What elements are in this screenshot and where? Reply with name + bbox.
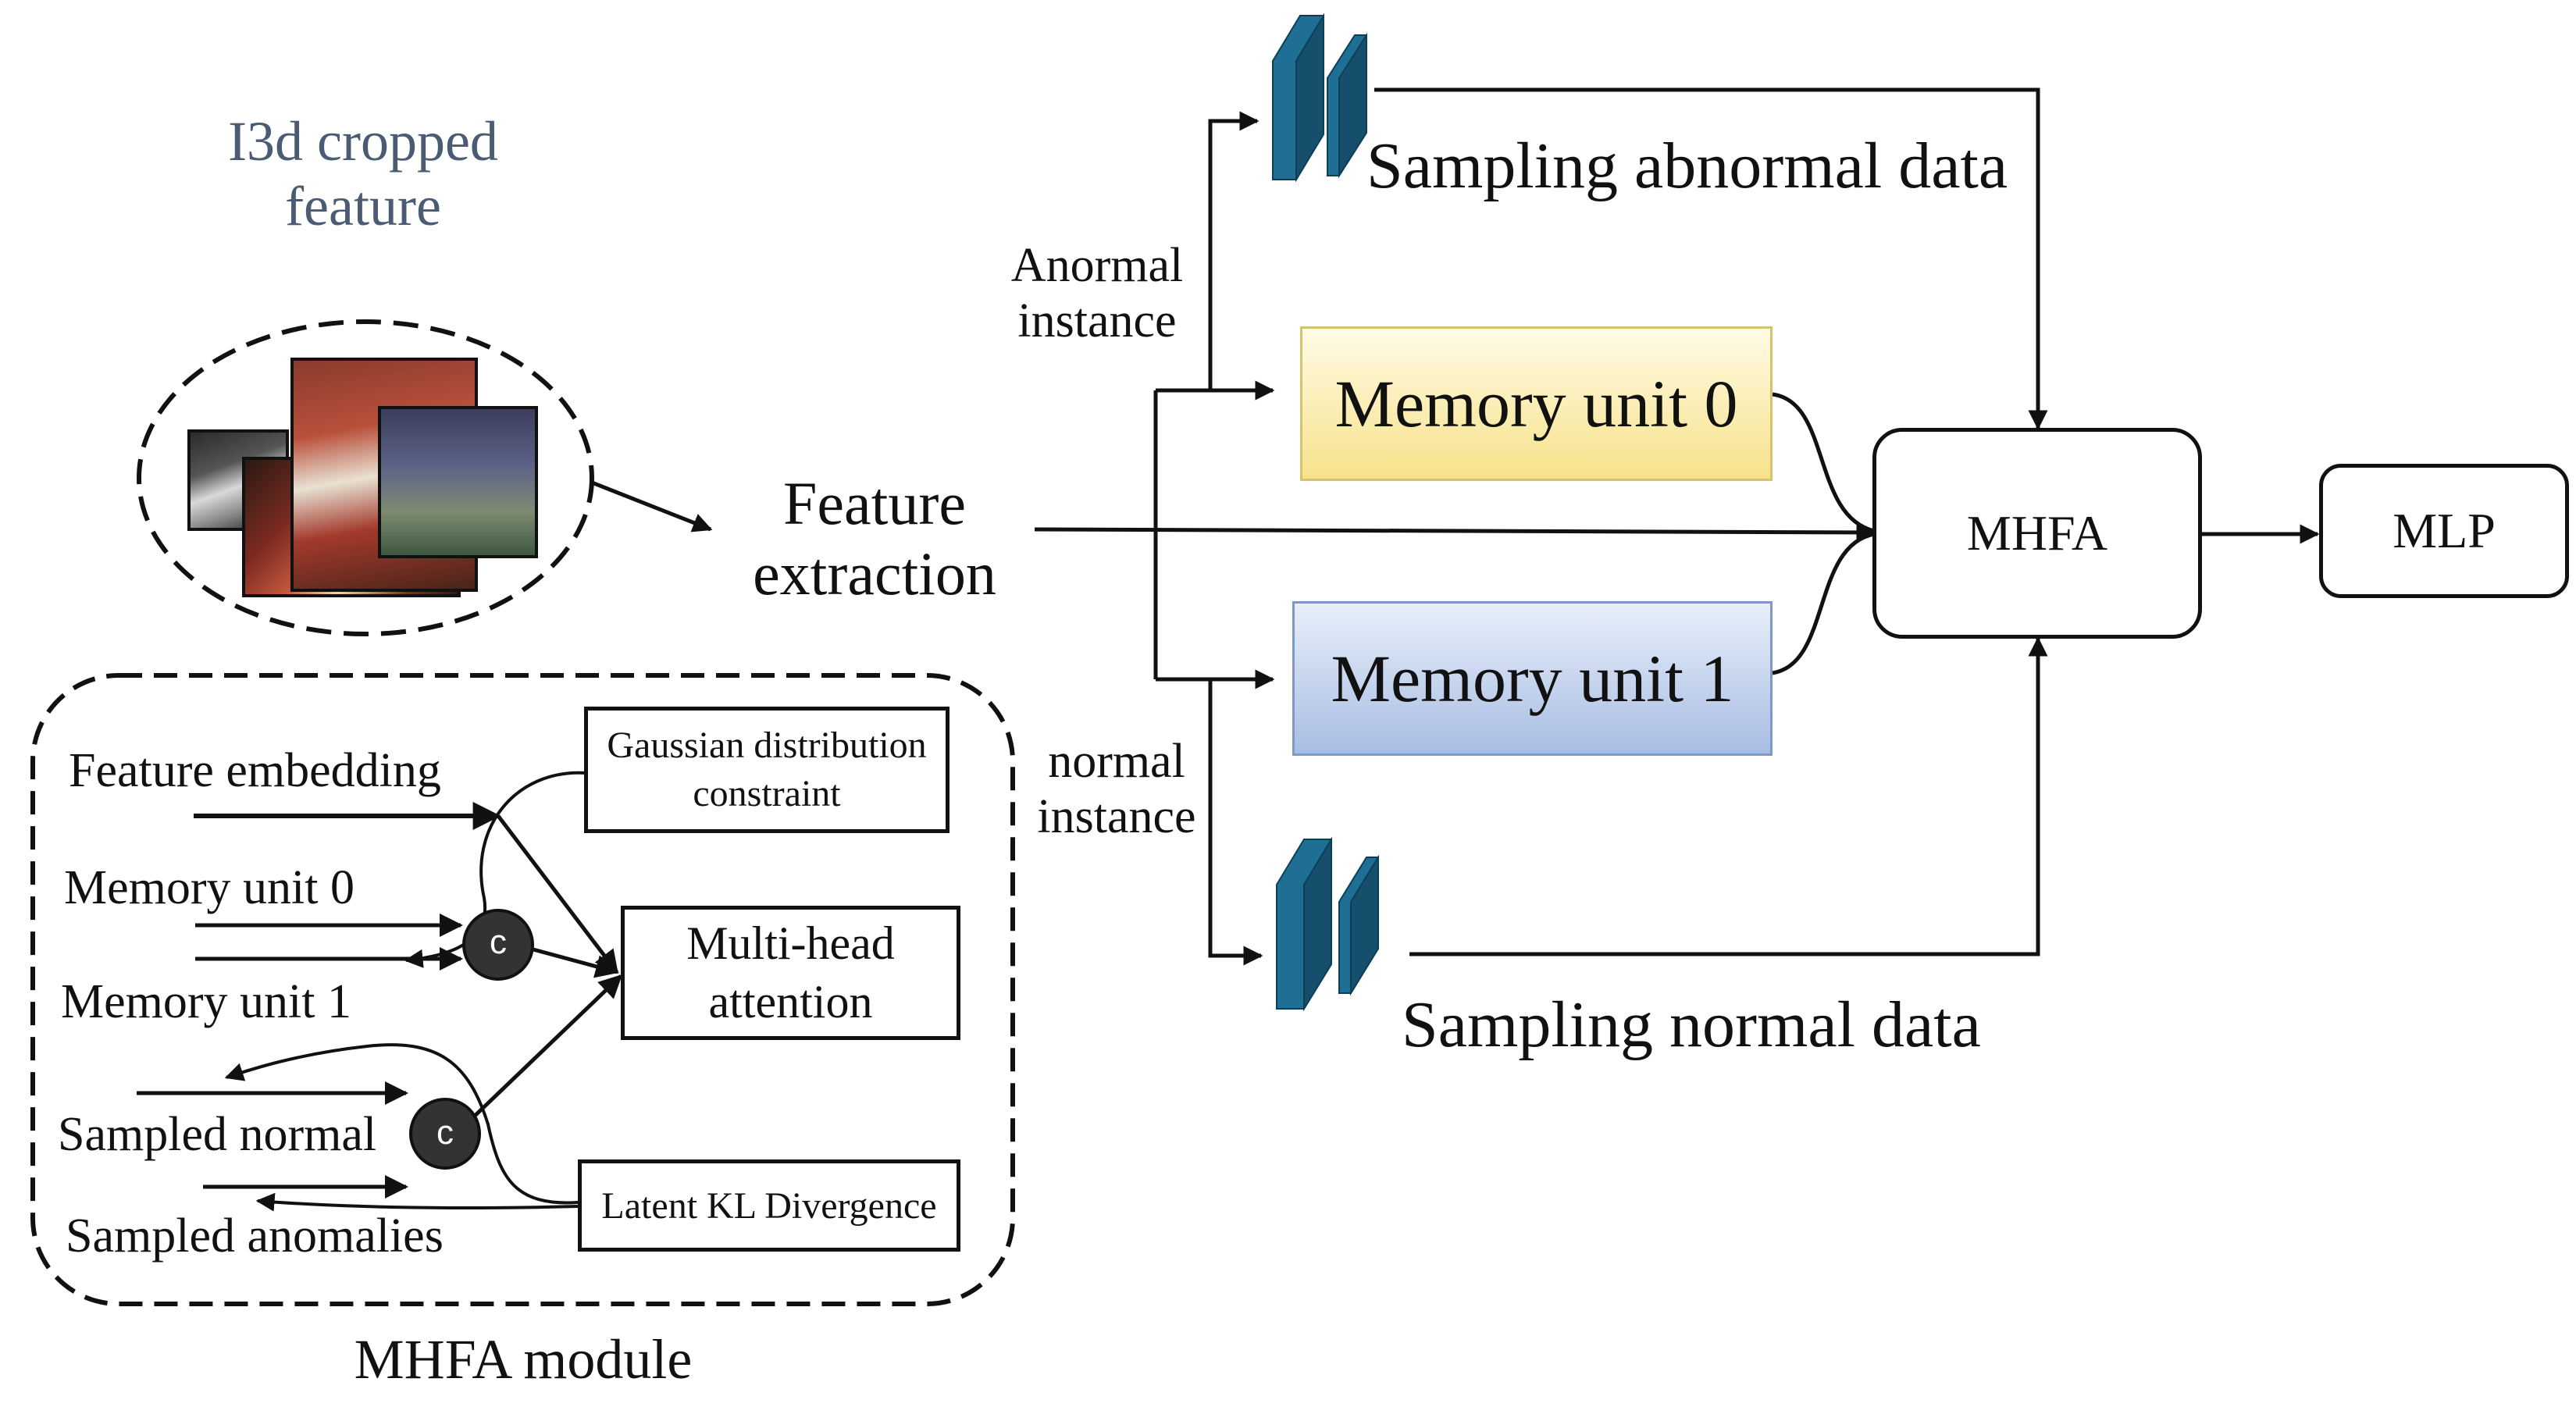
feature-extraction-line2: extraction [753,539,996,607]
abnormal-branch-arrow [1208,111,1259,390]
memory-unit-1: Memory unit 1 [1292,601,1773,756]
sampled-anomalies-label: Sampled anomalies [66,1209,444,1263]
abnormal-instance-label: Anormal instance [984,238,1210,350]
concat-symbol-sampled: c [436,1113,454,1152]
gaussian-line2: constraint [693,773,841,814]
sampling-normal-label: Sampling normal data [1402,988,1981,1061]
mhfa-block: MHFA [1872,428,2202,639]
mhfa-module-caption: MHFA module [354,1328,693,1391]
memory1-to-mhfa-curve [1772,532,1875,675]
feature-extraction-label: Feature extraction [734,468,1015,608]
memory-unit-0-label: Memory unit 0 [1334,366,1738,441]
memory-unit-0: Memory unit 0 [1300,326,1773,481]
memory-unit-1-label: Memory unit 1 [1331,641,1734,716]
gaussian-line1: Gaussian distribution [607,724,927,766]
sampling-normal-block [1276,836,1379,1012]
normal-instance-line1: normal [1048,735,1185,788]
kl-divergence-label: Latent KL Divergence [601,1184,937,1227]
sampled-normal-label: Sampled normal [58,1108,377,1161]
concat-symbol-memory: c [490,923,507,961]
mlp-block: MLP [2319,464,2569,598]
memory0-to-mhfa-curve [1772,392,1875,533]
input-title-line2: feature [285,174,441,237]
mlp-label: MLP [2393,503,2496,558]
abnormal-instance-line1: Anormal [1010,239,1184,292]
feature-extraction-line1: Feature [783,469,966,537]
abnormal-to-mhfa-arrow [1374,87,2048,430]
gaussian-constraint-block: Gaussian distribution constraint [584,707,950,833]
memory-unit-0-input-label: Memory unit 0 [64,861,355,914]
input-title: I3d cropped feature [187,109,539,239]
sampling-abnormal-label: Sampling abnormal data [1366,130,2008,202]
normal-instance-label: normal instance [1003,734,1230,846]
input-ellipse [137,319,594,636]
multi-head-attention-block: Multi-head attention [621,906,960,1040]
basketball-court-icon [378,406,538,558]
concat-circle-sampled [409,1098,481,1170]
attention-line2: attention [708,976,873,1028]
input-title-line1: I3d cropped [228,110,498,173]
abnormal-instance-line2: instance [1017,294,1177,348]
mhfa-module-border [30,673,1015,1306]
ellipse-to-extraction-arrow [591,480,713,532]
normal-instance-line2: instance [1037,790,1196,844]
normal-to-mhfa-arrow [1409,636,2048,956]
normal-branch-arrow [1208,679,1263,966]
main-feature-arrow [1034,522,1876,543]
memory-unit-1-input-label: Memory unit 1 [61,975,351,1028]
concat-circle-memory [462,909,534,981]
feature-embedding-label: Feature embedding [69,744,441,797]
kl-divergence-block: Latent KL Divergence [578,1159,960,1252]
attention-line1: Multi-head [686,917,895,969]
sampling-abnormal-block [1272,12,1367,183]
mhfa-label: MHFA [1966,505,2108,561]
